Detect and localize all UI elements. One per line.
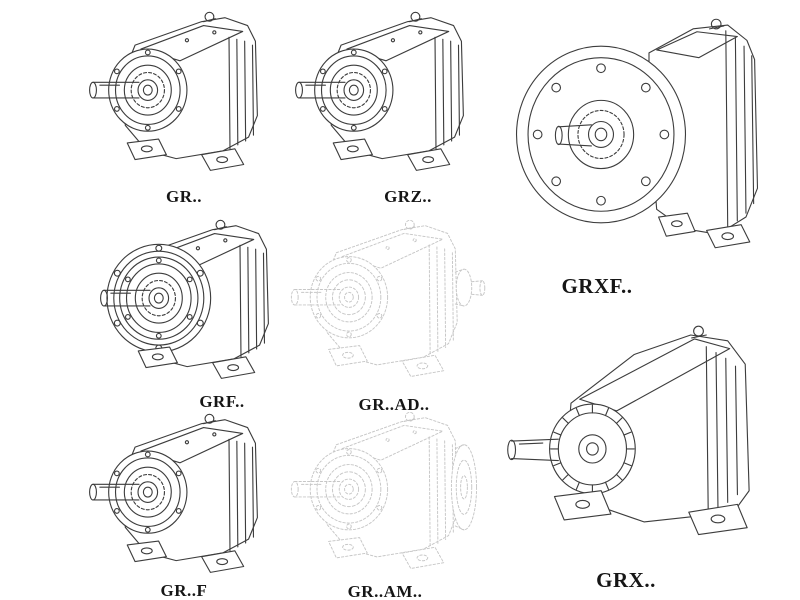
grad-gearbox-drawing (290, 219, 486, 377)
gr-label: GR.. (166, 187, 202, 206)
output-bearing-face (309, 256, 389, 339)
mounting-feet (658, 212, 751, 249)
gr-gearbox-drawing (89, 11, 258, 171)
grx-label: GRX.. (596, 568, 656, 592)
gram-gearbox-drawing (290, 411, 478, 569)
grxf-gearbox-drawing (515, 18, 759, 249)
output-bearing-face (119, 256, 199, 340)
grf-label: GRF.. (199, 392, 245, 411)
grff-label: GR..F (160, 581, 208, 600)
output-bearing-face (108, 450, 188, 534)
grf-gearbox-drawing (100, 219, 269, 379)
grz-gearbox-drawing (295, 11, 464, 171)
output-shaft (554, 124, 592, 147)
grff-gearbox-drawing (89, 413, 258, 573)
output-bearing-face (314, 48, 394, 132)
gearbox-housing (648, 18, 759, 235)
gram-label: GR..AM.. (347, 582, 423, 600)
output-shaft (507, 438, 559, 462)
motor-mount-flange (450, 444, 478, 531)
output-bearing-face (108, 48, 188, 132)
grx-gearbox-drawing (507, 325, 750, 536)
grxf-label: GRXF.. (561, 274, 633, 298)
grz-label: GRZ.. (384, 187, 432, 206)
output-bearing-face (309, 448, 389, 531)
mounting-flange (515, 45, 687, 224)
grad-label: GR..AD.. (358, 395, 430, 414)
input-adapter (454, 268, 486, 307)
output-bearing-face (549, 403, 636, 495)
mounting-feet (553, 490, 748, 536)
